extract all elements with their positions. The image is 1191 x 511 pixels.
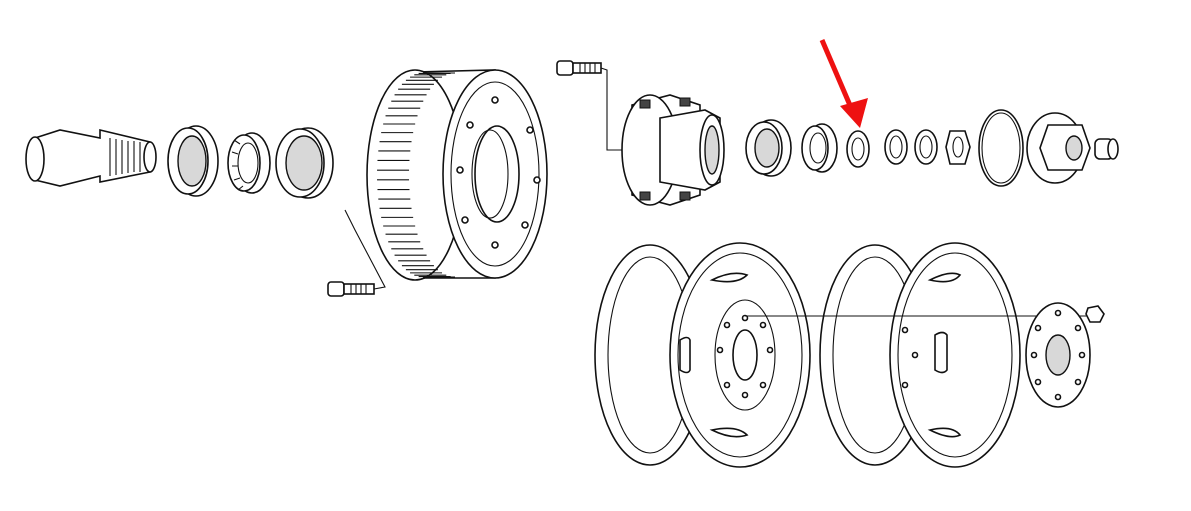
o-ring-gasket <box>978 109 1024 187</box>
grease-cap <box>1094 138 1119 160</box>
spindle-washer <box>846 130 870 168</box>
lock-washer <box>884 129 908 165</box>
spindle-nut <box>914 129 938 165</box>
inner-bearing-cup <box>167 125 219 197</box>
inner-bearing-cone <box>227 132 271 194</box>
jam-nut <box>945 130 971 165</box>
wheel-nut-plate <box>1025 302 1091 408</box>
outer-wheel <box>819 242 1021 468</box>
spindle <box>25 128 157 187</box>
wheel-stud-upper <box>556 60 630 151</box>
inner-wheel <box>594 242 811 468</box>
bearing-race <box>275 127 334 199</box>
hub-cap <box>1026 112 1091 184</box>
outer-bearing-cone <box>801 123 838 173</box>
brake-drum <box>366 69 548 281</box>
wheel-hub <box>621 94 725 206</box>
lug-nut <box>1085 305 1105 323</box>
wheel-stud-lower <box>327 209 386 297</box>
arrow-indicator-icon <box>819 39 868 128</box>
outer-bearing-cup <box>745 119 792 177</box>
